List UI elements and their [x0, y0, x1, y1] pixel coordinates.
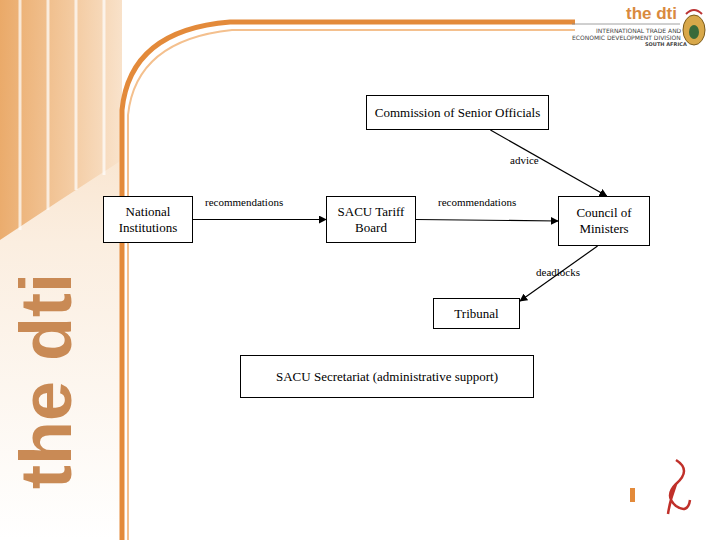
building-lines — [20, 0, 104, 230]
logo-text: the dti — [626, 5, 677, 22]
box-text: SACU Secretariat (administrative support… — [276, 369, 498, 385]
edge-label: deadlocks — [536, 266, 580, 278]
frame-curve — [122, 22, 575, 540]
edge-label: advice — [510, 154, 539, 166]
flow-arrow — [193, 219, 326, 220]
side-band — [0, 0, 122, 540]
ribbon-mark — [630, 460, 690, 514]
box-text: Council of Ministers — [563, 205, 645, 237]
council-box: Council of Ministers — [558, 196, 650, 246]
secretariat-box: SACU Secretariat (administrative support… — [240, 355, 534, 398]
watermark-text: the dti — [10, 273, 82, 489]
country-text: SOUTH AFRICA — [645, 42, 687, 47]
institution-box: National Institutions — [103, 196, 193, 243]
flow-arrow — [520, 246, 598, 301]
crest-symbol — [683, 10, 705, 45]
flow-arrow — [490, 130, 606, 196]
edge-label: recommendations — [438, 196, 516, 208]
commission-box: Commission of Senior Officials — [366, 95, 549, 130]
tariff-board-box: SACU Tariff Board — [326, 196, 416, 243]
division-text: INTERNATIONAL TRADE AND — [596, 28, 681, 34]
tribunal-box: Tribunal — [433, 298, 520, 329]
division-text: ECONOMIC DEVELOPMENT DIVISION — [572, 35, 681, 41]
flow-arrow — [416, 220, 558, 222]
frame-curve-inner — [128, 30, 575, 540]
logo-rule — [572, 24, 680, 25]
box-text: National Institutions — [108, 204, 188, 236]
box-text: Commission of Senior Officials — [375, 105, 541, 121]
edge-label: recommendations — [205, 196, 283, 208]
box-text: SACU Tariff Board — [331, 204, 411, 236]
box-text: Tribunal — [454, 306, 498, 322]
